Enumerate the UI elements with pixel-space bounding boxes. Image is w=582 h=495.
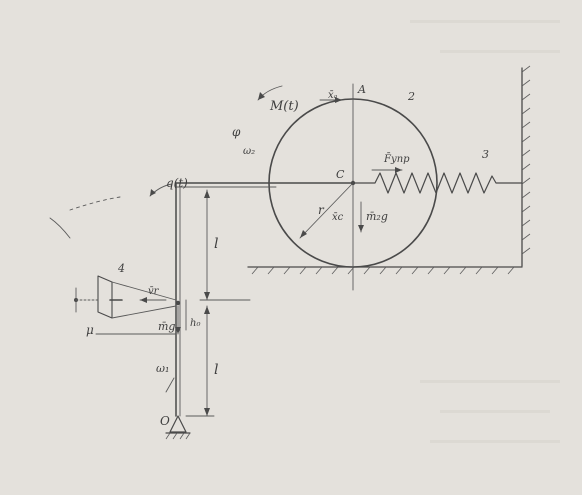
label-point-o: O — [160, 414, 170, 428]
label-radius: r — [318, 203, 325, 217]
force-arrows — [49, 85, 403, 393]
label-body-2: 2 — [407, 90, 415, 103]
pivot-support-o — [165, 415, 191, 440]
paper-bleed — [410, 20, 560, 443]
label-x-c: x̄c — [332, 212, 344, 223]
vertical-rod — [175, 182, 181, 417]
label-q: q(t) — [166, 176, 188, 190]
label-moment: M(t) — [269, 99, 299, 114]
label-omega-2: ω₂ — [243, 146, 255, 157]
label-length-lower: l — [214, 362, 218, 378]
label-x-a: x̄ₐ — [328, 90, 338, 101]
label-gravity-2: m̄₂g — [366, 210, 388, 223]
label-f-spring: F̄упр — [383, 153, 410, 165]
horizontal-rod — [175, 182, 354, 188]
label-v-rel: v̄r — [148, 286, 160, 297]
disc-body-2 — [268, 83, 438, 291]
label-gravity-1: m̄g — [158, 320, 175, 333]
label-point-a: A — [357, 83, 366, 96]
slider-body-4 — [74, 275, 181, 335]
dimension-lines — [185, 189, 251, 417]
label-omega-1: ω₁ — [156, 362, 169, 375]
label-point-c: C — [336, 168, 345, 181]
floor — [247, 266, 523, 275]
label-body-4: 4 — [117, 262, 125, 275]
label-length-upper: l — [214, 236, 218, 252]
label-body-3: 3 — [482, 148, 489, 161]
right-wall — [521, 65, 531, 267]
label-phi: φ — [232, 125, 241, 139]
label-mu: μ — [86, 323, 94, 337]
label-h-0: h₀ — [190, 318, 200, 329]
spring-body-3 — [352, 172, 523, 194]
